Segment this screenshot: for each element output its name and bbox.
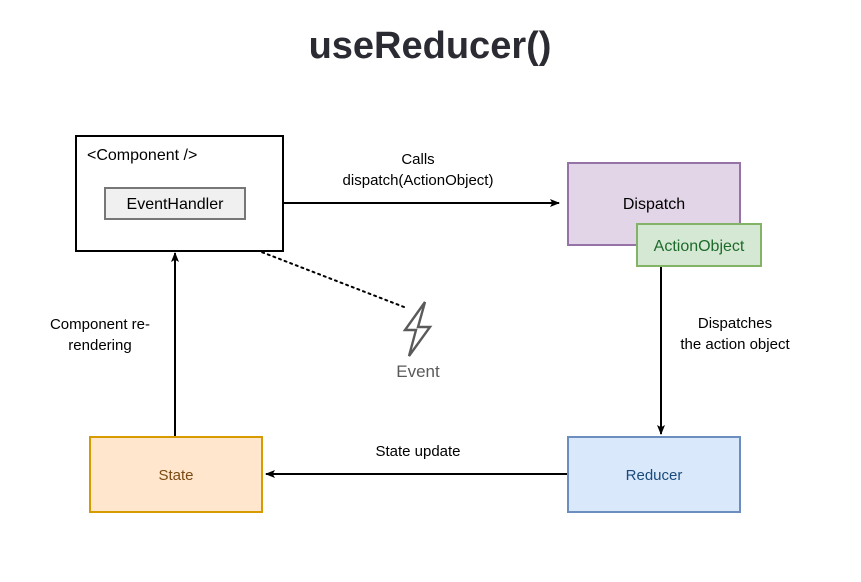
edge-component-rerender: Component re- rendering [50, 252, 179, 437]
edge-calls-dispatch-label-line1: Calls [401, 151, 434, 168]
node-reducer-label: Reducer [626, 467, 683, 484]
edge-dispatches-action-label-line2: the action object [680, 336, 790, 353]
edge-dispatches-action: Dispatches the action object [657, 266, 790, 435]
edge-state-update-label: State update [375, 443, 460, 460]
node-event-handler-box[interactable] [104, 187, 246, 220]
node-event-label: Event [396, 362, 440, 381]
node-event-handler[interactable]: EventHandler [104, 187, 246, 220]
edge-component-rerender-label-line1: Component re- [50, 316, 150, 333]
node-event[interactable]: Event [396, 301, 440, 381]
edge-dispatches-action-label-line1: Dispatches [698, 315, 772, 332]
lightning-bolt-icon [402, 301, 433, 357]
page-title: useReducer() [309, 25, 552, 67]
node-action-object-box[interactable] [636, 223, 762, 267]
node-event-handler-label: EventHandler [127, 196, 225, 213]
node-action-object[interactable]: ActionObject [636, 223, 762, 267]
node-reducer[interactable]: Reducer [567, 436, 741, 513]
edge-component-rerender-label-line2: rendering [68, 337, 131, 354]
edge-state-update: State update [265, 443, 568, 478]
edge-calls-dispatch-label-line2: dispatch(ActionObject) [343, 172, 494, 189]
node-reducer-box[interactable] [567, 436, 741, 513]
node-state[interactable]: State [89, 436, 263, 513]
node-dispatch-label: Dispatch [623, 196, 685, 213]
edge-calls-dispatch: Calls dispatch(ActionObject) [244, 151, 560, 207]
node-state-box[interactable] [89, 436, 263, 513]
node-state-label: State [158, 467, 193, 484]
node-component-label: <Component /> [87, 147, 197, 164]
node-action-object-label: ActionObject [654, 238, 745, 255]
